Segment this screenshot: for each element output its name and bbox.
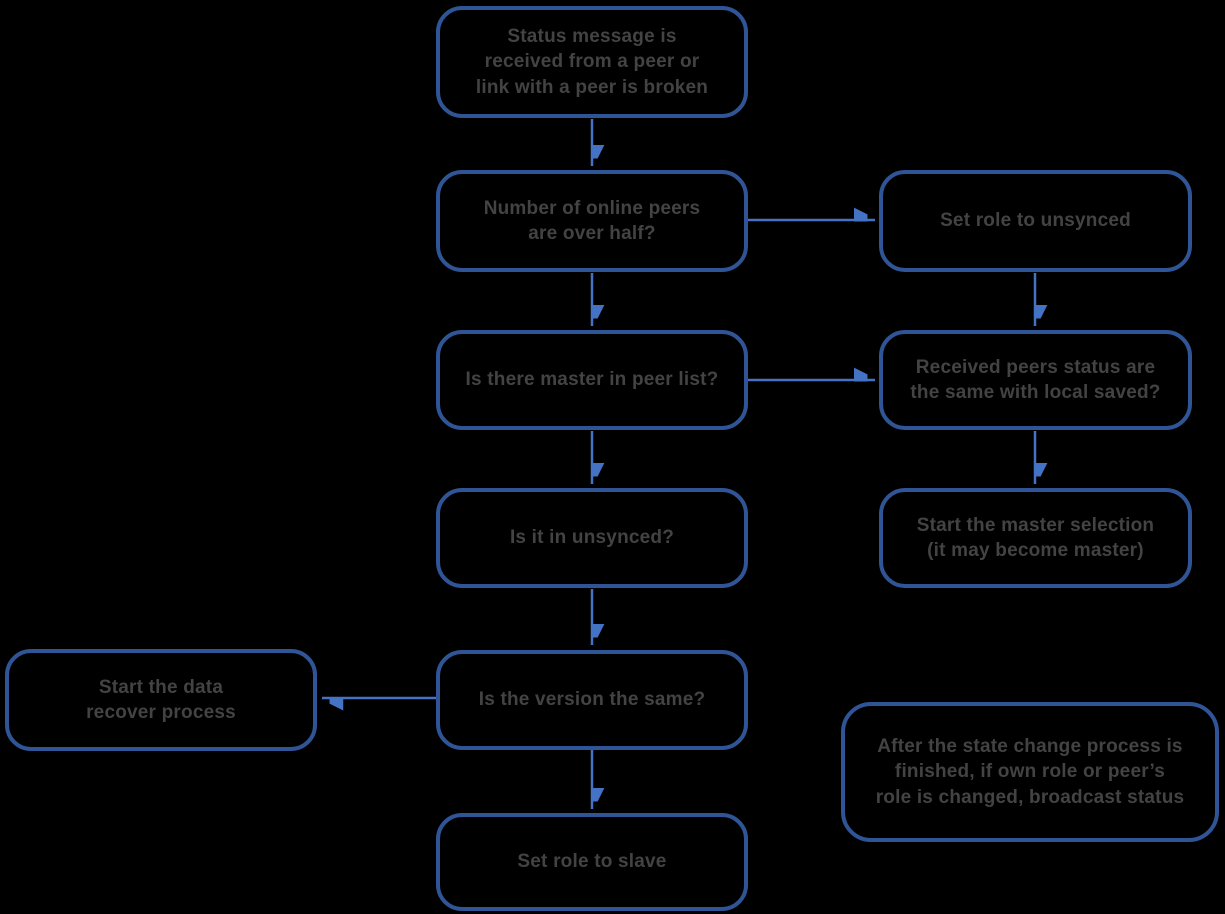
node-received-status-same: Received peers status are the same with … bbox=[879, 330, 1192, 430]
node-is-in-unsynced-label: Is it in unsynced? bbox=[509, 527, 675, 549]
node-set-role-slave: Set role to slave bbox=[436, 813, 748, 911]
node-status-received-label: Status message is received from a peer o… bbox=[475, 26, 709, 98]
node-start-data-recover-label: Start the data recover process bbox=[86, 676, 236, 723]
node-received-status-same-label: Received peers status are the same with … bbox=[910, 356, 1161, 403]
node-start-master-selection: Start the master selection (it may becom… bbox=[879, 488, 1192, 588]
node-peers-over-half-label: Number of online peers are over half? bbox=[483, 197, 701, 244]
node-master-in-peer-list: Is there master in peer list? bbox=[436, 330, 748, 430]
node-set-role-unsynced: Set role to unsynced bbox=[879, 170, 1192, 272]
node-is-in-unsynced: Is it in unsynced? bbox=[436, 488, 748, 588]
node-broadcast-note: After the state change process is finish… bbox=[841, 702, 1219, 842]
node-set-role-unsynced-label: Set role to unsynced bbox=[940, 210, 1131, 232]
node-version-same-label: Is the version the same? bbox=[478, 689, 706, 711]
node-start-master-selection-label: Start the master selection (it may becom… bbox=[916, 514, 1155, 561]
node-version-same: Is the version the same? bbox=[436, 650, 748, 750]
node-broadcast-note-label: After the state change process is finish… bbox=[875, 736, 1185, 808]
node-start-data-recover: Start the data recover process bbox=[5, 649, 317, 751]
node-peers-over-half: Number of online peers are over half? bbox=[436, 170, 748, 272]
node-set-role-slave-label: Set role to slave bbox=[517, 851, 667, 873]
node-status-received: Status message is received from a peer o… bbox=[436, 6, 748, 118]
node-master-in-peer-list-label: Is there master in peer list? bbox=[465, 369, 719, 391]
